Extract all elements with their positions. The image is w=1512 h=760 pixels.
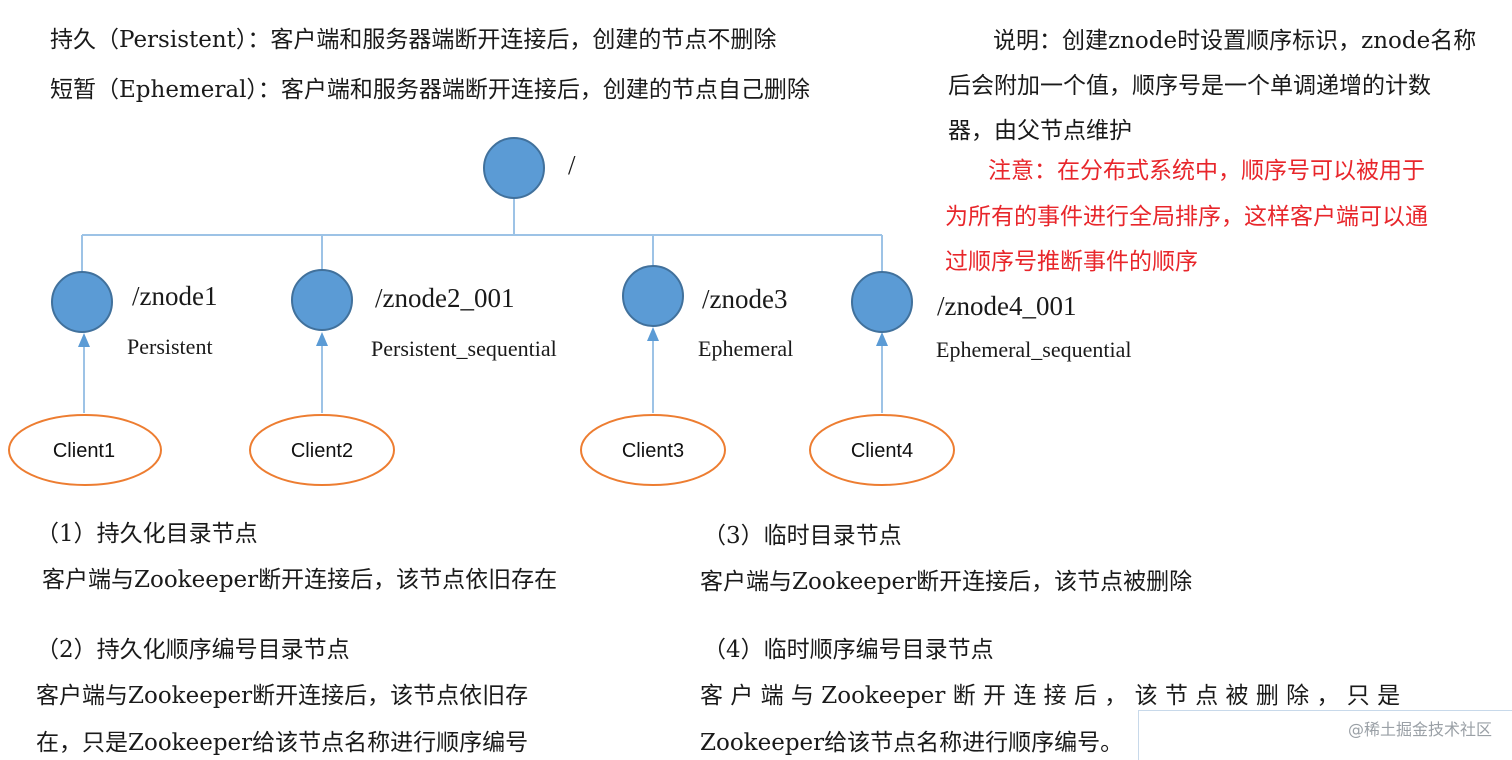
znode1-type: Persistent	[127, 334, 213, 359]
arrowhead-client2	[316, 332, 328, 346]
znode1-node	[51, 271, 113, 333]
desc2-body-line-2: 在，只是Zookeeper给该节点名称进行顺序编号	[36, 730, 529, 756]
znode2-label: /znode2_001	[375, 283, 515, 313]
ephemeral-definition: 短暂（Ephemeral）：客户端和服务器端断开连接后，创建的节点自己删除	[50, 77, 810, 103]
desc1-body-line-1: 客户端与Zookeeper断开连接后，该节点依旧存在	[42, 567, 558, 593]
root-node	[483, 137, 545, 199]
desc4-body-line-1: 客 户 端 与 Zookeeper 断 开 连 接 后 ， 该 节 点 被 删 …	[700, 683, 1401, 709]
explanation-line-3: 器，由父节点维护	[948, 118, 1132, 144]
client2-label: Client2	[291, 440, 353, 462]
root-label: /	[568, 150, 576, 180]
persistent-definition: 持久（Persistent）：客户端和服务器端断开连接后，创建的节点不删除	[50, 27, 777, 53]
znode1-label: /znode1	[132, 281, 218, 311]
znode4-node	[851, 271, 913, 333]
note-line-2: 为所有的事件进行全局排序，这样客户端可以通	[945, 204, 1428, 230]
client3-ellipse	[580, 414, 726, 486]
arrowhead-client1	[78, 333, 90, 347]
desc1-title: （1）持久化目录节点	[36, 521, 258, 547]
desc2-body-line-1: 客户端与Zookeeper断开连接后，该节点依旧存	[36, 683, 529, 709]
client4-ellipse	[809, 414, 955, 486]
note-line-3: 过顺序号推断事件的顺序	[945, 249, 1198, 275]
znode3-type: Ephemeral	[698, 336, 794, 361]
znode3-node	[622, 265, 684, 327]
znode4-type: Ephemeral_sequential	[936, 337, 1132, 362]
arrowhead-client3	[647, 327, 659, 341]
note-line-1: 注意：在分布式系统中，顺序号可以被用于	[988, 158, 1425, 184]
znode3-label: /znode3	[702, 284, 788, 314]
desc4-body-line-2: Zookeeper给该节点名称进行顺序编号。	[700, 730, 1124, 756]
znode2-node	[291, 269, 353, 331]
client2-ellipse	[249, 414, 395, 486]
arrowhead-client4	[876, 332, 888, 346]
watermark: @稀土掘金技术社区	[1347, 720, 1492, 739]
explanation-line-1: 说明：创建znode时设置顺序标识，znode名称	[993, 28, 1477, 54]
desc3-title: （3）临时目录节点	[703, 523, 902, 549]
client3-label: Client3	[622, 440, 684, 462]
desc2-title: （2）持久化顺序编号目录节点	[36, 637, 350, 663]
znode2-type: Persistent_sequential	[371, 336, 557, 361]
client1-ellipse	[8, 414, 162, 486]
desc4-title: （4）临时顺序编号目录节点	[703, 637, 994, 663]
desc3-body-line-1: 客户端与Zookeeper断开连接后，该节点被删除	[700, 569, 1193, 595]
client4-label: Client4	[851, 440, 913, 462]
explanation-line-2: 后会附加一个值，顺序号是一个单调递增的计数	[948, 73, 1431, 99]
client1-label: Client1	[53, 440, 115, 462]
znode4-label: /znode4_001	[937, 291, 1077, 321]
watermark-box	[1138, 710, 1512, 760]
